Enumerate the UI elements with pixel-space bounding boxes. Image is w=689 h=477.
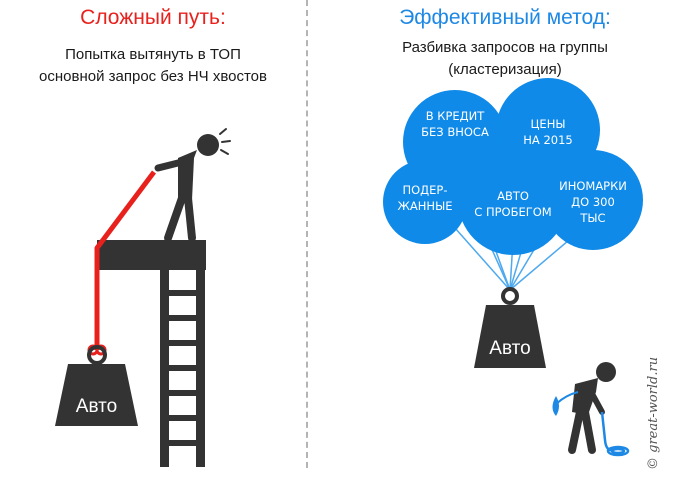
left-weight-ring (87, 345, 107, 365)
right-title: Эффективный метод: (399, 6, 611, 29)
balloon-foreign-cars (543, 150, 643, 250)
right-subtitle-line1: Разбивка запросов на группы (402, 39, 608, 56)
right-weight-label: Авто (489, 338, 531, 359)
watermark: © great-world.ru (646, 356, 661, 470)
tower-top-platform (97, 240, 206, 270)
left-title: Сложный путь: (80, 6, 226, 29)
ladder-rungs (160, 290, 205, 446)
balloon-label-used: ПОДЕР- ЖАННЫЕ (397, 183, 453, 213)
blue-balloon-string (555, 391, 579, 405)
left-weight-label: Авто (75, 396, 118, 417)
balloon-used (383, 160, 467, 244)
left-subtitle-line1: Попытка вытянуть в ТОП (65, 46, 241, 63)
red-rope (94, 170, 156, 350)
right-weight-ring (501, 287, 519, 305)
balloon-auto-mileage (458, 145, 568, 255)
balloon-label-credit: В КРЕДИТ БЕЗ ВНОСА (421, 109, 489, 139)
figure-pulling (154, 134, 219, 242)
blue-balloon-remnant (552, 396, 559, 416)
balloon-label-auto-mileage: АВТО С ПРОБЕГОМ (474, 189, 552, 219)
right-subtitle-line2: (кластеризация) (448, 61, 562, 78)
figure-walking (568, 362, 616, 454)
blue-rope (600, 411, 630, 457)
tower (97, 240, 206, 467)
balloon-label-foreign-cars: ИНОМАРКИ ДО 300 ТЫС (559, 179, 627, 225)
left-weight (55, 364, 138, 426)
left-subtitle-line2: основной запрос без НЧ хвостов (39, 68, 267, 85)
right-weight (474, 305, 546, 368)
balloon-label-prices: ЦЕНЫ НА 2015 (523, 117, 573, 147)
panel-divider (306, 0, 308, 468)
balloons (383, 78, 643, 255)
strain-lines (219, 128, 231, 155)
